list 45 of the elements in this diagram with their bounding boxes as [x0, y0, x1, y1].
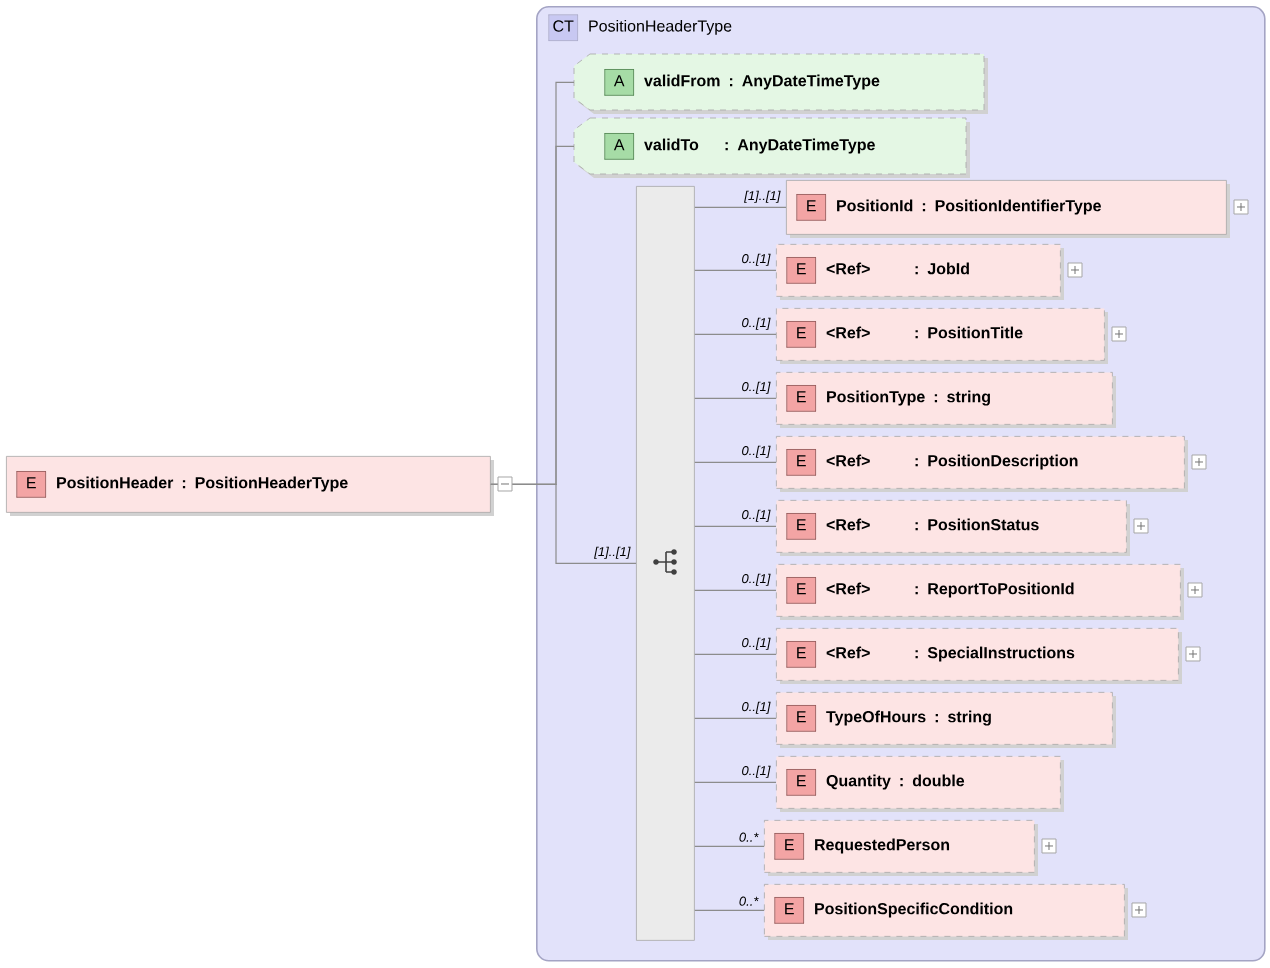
type-badge: E — [786, 577, 817, 604]
type-badge: A — [604, 69, 635, 96]
type-badge: E — [786, 321, 817, 348]
type-badge: E — [786, 257, 817, 284]
element-box: E <Ref> : SpecialInstructions — [776, 628, 1182, 684]
element-box: E <Ref> : ReportToPositionId — [776, 564, 1184, 620]
element-box: E PositionId : PositionIdentifierType — [786, 180, 1230, 238]
type-badge: E — [786, 513, 817, 540]
element-box: E Quantity : double — [776, 756, 1064, 812]
type-badge: E — [786, 385, 817, 412]
element-box: E RequestedPerson — [764, 820, 1038, 876]
type-badge: E — [796, 194, 827, 221]
type-badge: CT — [548, 14, 579, 41]
connector-line — [694, 206, 787, 208]
element-box: E <Ref> : JobId — [776, 244, 1064, 300]
type-badge: E — [786, 769, 817, 796]
type-badge: E — [786, 705, 817, 732]
type-badge: A — [604, 133, 635, 160]
connector-line — [694, 909, 765, 911]
type-badge: E — [774, 897, 805, 924]
connector-line — [694, 397, 777, 399]
connector-line — [694, 461, 777, 463]
element-box: E <Ref> : PositionTitle — [776, 308, 1108, 364]
sequence-bar — [636, 186, 695, 941]
connector-line — [694, 269, 777, 271]
element-box: E PositionHeader : PositionHeaderType — [6, 456, 494, 516]
element-box: E <Ref> : PositionDescription — [776, 436, 1188, 492]
connector-line — [694, 653, 777, 655]
type-badge: E — [16, 471, 47, 498]
attribute-box: A validFrom : AnyDateTimeType — [573, 53, 988, 114]
connector-line — [694, 845, 765, 847]
connector-line — [694, 717, 777, 719]
attribute-box: A validTo : AnyDateTimeType — [573, 117, 970, 178]
connector-line — [694, 525, 777, 527]
element-box: E PositionSpecificCondition — [764, 884, 1128, 940]
connector-line — [694, 781, 777, 783]
type-badge: E — [786, 641, 817, 668]
type-badge: E — [774, 833, 805, 860]
connector-line — [694, 333, 777, 335]
connector-line — [490, 483, 637, 564]
element-box: E TypeOfHours : string — [776, 692, 1116, 748]
type-badge: E — [786, 449, 817, 476]
element-box: E PositionType : string — [776, 372, 1116, 428]
element-box: E <Ref> : PositionStatus — [776, 500, 1130, 556]
connector-line — [694, 589, 777, 591]
